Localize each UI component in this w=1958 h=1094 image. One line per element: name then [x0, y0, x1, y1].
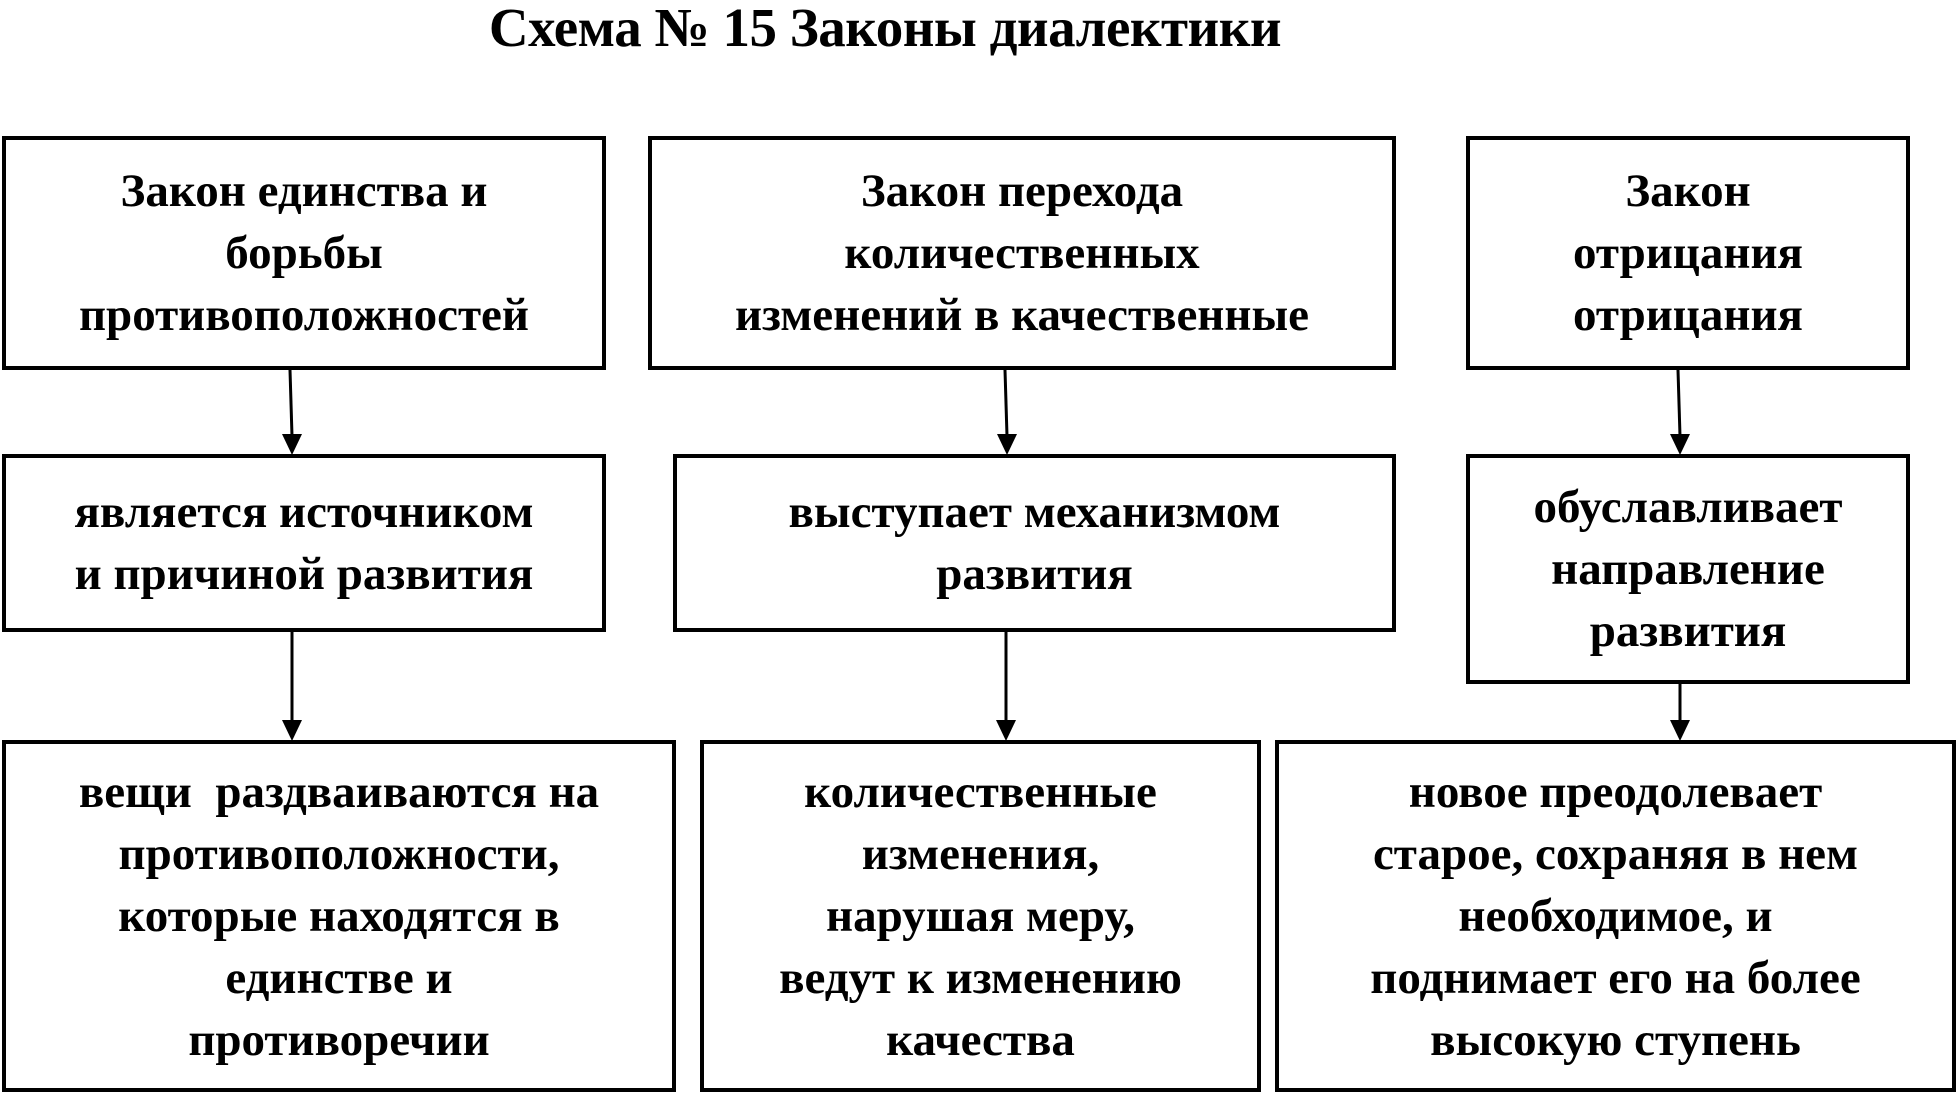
box-line: противоположности,: [118, 828, 560, 880]
law-box-unity-of-opposites: Закон единства и борьбы противоположност…: [2, 136, 606, 370]
box-line: противоречии: [188, 1014, 490, 1066]
role-box-source: является источником и причиной развития: [2, 454, 606, 632]
box-line: борьбы: [225, 227, 383, 279]
box-line: направление: [1551, 543, 1825, 595]
box-line: развития: [936, 548, 1133, 600]
arrow-law2-to-role2: [997, 369, 1017, 455]
law-box-quantity-to-quality: Закон перехода количественных изменений …: [648, 136, 1396, 370]
box-line: обуславливает: [1533, 481, 1843, 533]
box-line: поднимает его на более: [1370, 952, 1861, 1004]
box-line: которые находятся в: [118, 890, 560, 942]
box-line: отрицания: [1573, 227, 1803, 279]
arrow-role1-to-essence1: [282, 632, 302, 741]
essence-box-new-overcomes-old: новое преодолевает старое, сохраняя в не…: [1275, 740, 1956, 1092]
arrow-role3-to-essence3: [1670, 684, 1690, 741]
box-line: количественных: [844, 227, 1200, 279]
box-line: Закон перехода: [860, 165, 1184, 217]
essence-box-opposites: вещи раздваиваются на противоположности,…: [2, 740, 676, 1092]
diagram-title: Схема № 15 Законы диалектики: [488, 0, 1282, 58]
box-line: высокую ступень: [1430, 1014, 1801, 1066]
box-line: и причиной развития: [74, 548, 534, 600]
box-line: качества: [886, 1014, 1075, 1066]
box-line: изменения,: [861, 828, 1100, 880]
box-line: старое, сохраняя в нем: [1372, 828, 1859, 880]
arrow-law3-to-role3: [1670, 369, 1690, 455]
box-line: единстве и: [225, 952, 453, 1004]
arrow-role2-to-essence2: [996, 632, 1016, 741]
box-line: противоположностей: [78, 289, 530, 341]
box-line: новое преодолевает: [1408, 766, 1823, 818]
box-line: развития: [1589, 605, 1787, 657]
role-box-direction: обуславливает направление развития: [1466, 454, 1910, 684]
box-line: нарушая меру,: [826, 890, 1135, 942]
essence-box-quantitative-changes: количественные изменения, нарушая меру, …: [700, 740, 1261, 1092]
arrow-law1-to-role1: [282, 369, 302, 455]
box-line: изменений в качественные: [734, 289, 1310, 341]
box-line: отрицания: [1573, 289, 1803, 341]
box-line: Закон единства и: [120, 165, 488, 217]
box-line: является источником: [74, 486, 534, 538]
box-line: вещи раздваиваются на: [78, 766, 600, 818]
box-line: ведут к изменению: [779, 952, 1182, 1004]
box-line: Закон: [1625, 165, 1751, 217]
box-line: выступает механизмом: [788, 486, 1281, 538]
role-box-mechanism: выступает механизмом развития: [673, 454, 1396, 632]
law-box-negation-of-negation: Закон отрицания отрицания: [1466, 136, 1910, 370]
box-line: необходимое, и: [1458, 890, 1773, 942]
box-line: количественные: [804, 766, 1157, 818]
